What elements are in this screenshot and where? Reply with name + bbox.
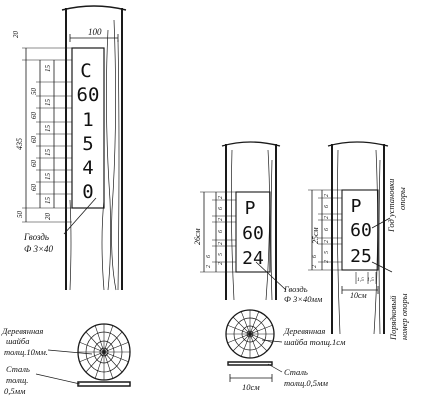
left-dim-inner-1: 15 [44, 65, 52, 73]
left-dim-outer-5: 60 [30, 160, 38, 168]
left-post: 100 С 60 1 5 4 0 20 50 60 60 60 60 50 15… [12, 5, 127, 291]
left-dim-inner-7: 20 [44, 213, 52, 221]
right-char-2: 60 [350, 220, 372, 241]
left-top-width: 100 [88, 27, 102, 37]
middle-nail-label: Гвоздь [283, 284, 308, 294]
left-washer-label-2: шайба [6, 336, 29, 346]
middle-char-2: 60 [242, 223, 264, 244]
right-dim-3: 2 [324, 216, 330, 219]
middle-post: Р 60 24 26см 2 6 2 6 2 5 2 6 2 Гвоздь Ф … [193, 141, 323, 304]
left-total-height: 435 [15, 138, 24, 150]
left-nail-label: Гвоздь [23, 232, 49, 242]
middle-steel-label-2: толщ.0,5мм [284, 378, 328, 388]
middle-washer-label-2: шайба толщ.1см [284, 337, 346, 347]
left-char-2: 60 [77, 84, 100, 106]
left-steel-label-2: толщ. [6, 375, 28, 385]
middle-char-1: Р [245, 198, 256, 219]
left-dim-inner-2: 15 [44, 99, 52, 107]
right-dim-4: 6 [324, 228, 330, 231]
left-washer-label-3: толщ.10мм. [4, 347, 48, 357]
left-dim-outer-4: 60 [30, 136, 38, 144]
right-height-label: 25см [311, 227, 320, 244]
middle-dim-1: 2 [218, 196, 224, 199]
right-char-3: 25 [350, 246, 372, 267]
right-small-dim-1: 1,5 [357, 277, 364, 283]
right-dim-7: 2 [324, 260, 330, 263]
right-number-label-1: Порядковый [388, 295, 398, 341]
left-dim-inner-5: 15 [44, 173, 52, 181]
right-char-1: Р [351, 196, 362, 217]
left-steel-label-3: 0,5мм [4, 386, 26, 396]
left-dim-outer-3: 60 [30, 112, 38, 120]
right-dim-9: 2 [312, 265, 318, 268]
middle-dim-2: 6 [218, 207, 224, 210]
left-char-1: С [80, 60, 91, 82]
right-dim-1: 2 [324, 194, 330, 197]
right-post: Р 60 25 25см 2 6 2 6 2 5 2 6 2 1,5 1,5 1… [308, 141, 409, 341]
middle-steel-label-1: Сталь [284, 367, 308, 377]
left-dim-outer-6: 60 [30, 184, 38, 192]
left-dim-inner-6: 15 [44, 197, 52, 205]
middle-dim-6: 5 [218, 253, 224, 256]
middle-washer: Деревянная шайба толщ.1см 10см Сталь тол… [225, 309, 346, 392]
middle-dim-8: 6 [206, 255, 212, 258]
right-small-dim-2: 1,5 [367, 277, 374, 283]
left-dim-outer-7: 50 [16, 211, 24, 219]
middle-washer-label-1: Деревянная [283, 326, 325, 336]
right-year-label-2: опоры [397, 187, 407, 210]
right-dim-2: 6 [324, 205, 330, 208]
left-dim-inner-4: 15 [44, 149, 52, 157]
right-number-label-2: номер опоры [399, 293, 409, 340]
left-washer-label-1: Деревянная [1, 326, 43, 336]
right-dim-5: 2 [324, 240, 330, 243]
left-dim-outer-2: 50 [30, 88, 38, 96]
left-washer: Деревянная шайба толщ.10мм. Сталь толщ. … [1, 323, 131, 396]
right-width-label: 10см [350, 291, 367, 300]
middle-dim-9: 2 [206, 265, 212, 268]
left-dim-outer-1: 20 [12, 31, 20, 39]
middle-width-label: 10см [242, 382, 260, 392]
left-dim-inner-3: 15 [44, 125, 52, 133]
middle-nail-size: Ф 3×40мм [284, 294, 323, 304]
left-nail-size: Ф 3×40 [24, 244, 54, 254]
middle-height-label: 26см [193, 228, 202, 245]
middle-dim-7: 2 [218, 262, 224, 265]
middle-dim-4: 6 [218, 230, 224, 233]
left-char-4: 5 [82, 133, 93, 155]
left-char-5: 4 [82, 157, 93, 179]
left-char-3: 1 [82, 109, 93, 131]
right-dim-6: 5 [324, 251, 330, 254]
left-post-grain [69, 19, 120, 291]
left-char-6: 0 [82, 181, 93, 203]
middle-dim-5: 2 [218, 242, 224, 245]
right-dim-8: 6 [312, 255, 318, 258]
middle-dim-3: 2 [218, 218, 224, 221]
right-year-label-1: Год установки [386, 179, 396, 233]
left-steel-label-1: Сталь [6, 364, 30, 374]
